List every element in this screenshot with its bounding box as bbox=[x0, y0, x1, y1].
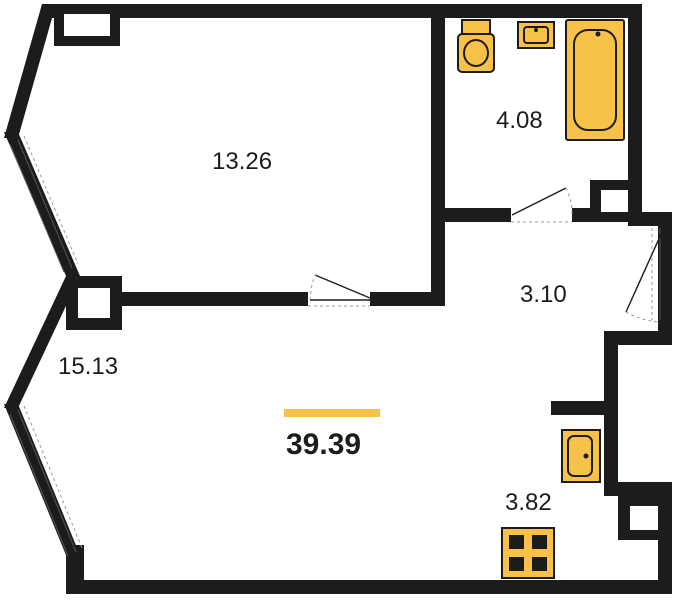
door-bathroom bbox=[511, 187, 573, 223]
total-area-accent-bar bbox=[284, 409, 380, 417]
kitchen-sink-icon bbox=[561, 429, 601, 483]
window-hall bbox=[651, 228, 661, 320]
bathtub-icon bbox=[565, 19, 625, 141]
toilet-icon bbox=[457, 19, 495, 73]
room-area-upper-room: 13.26 bbox=[212, 148, 272, 175]
total-area: 39.39 bbox=[286, 428, 361, 461]
door-entrance bbox=[625, 231, 663, 323]
window-lower bbox=[9, 405, 83, 557]
structural-columns bbox=[54, 4, 672, 540]
room-area-bathroom: 4.08 bbox=[496, 107, 543, 134]
window-upper bbox=[9, 135, 79, 273]
door-room-upper bbox=[308, 274, 371, 307]
room-area-kitchen: 3.82 bbox=[505, 489, 552, 516]
room-area-lower-room: 15.13 bbox=[58, 353, 118, 380]
room-area-hallway: 3.10 bbox=[520, 281, 567, 308]
stove-icon bbox=[501, 527, 555, 579]
inner-walls bbox=[118, 4, 642, 415]
washbasin-icon bbox=[517, 21, 555, 49]
